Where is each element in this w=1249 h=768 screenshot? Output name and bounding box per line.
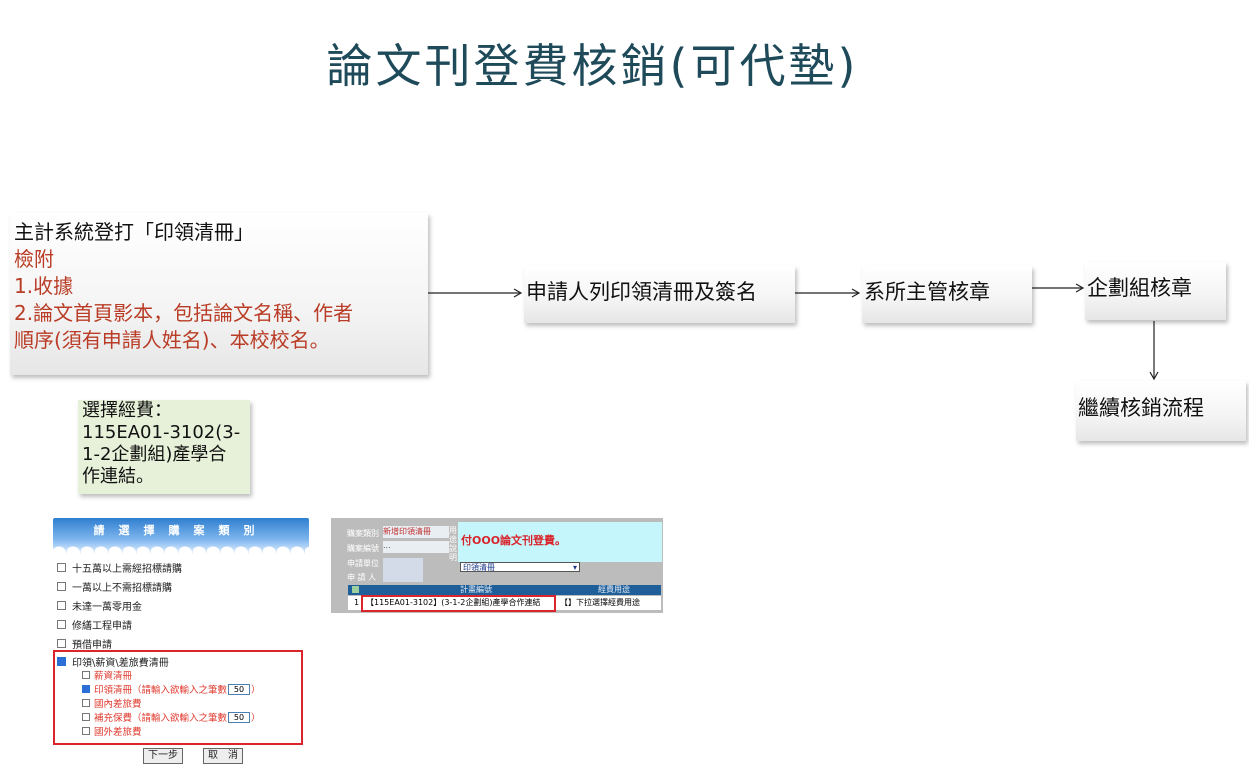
label-category: 購案類別	[347, 529, 379, 538]
number-value: ...	[383, 541, 449, 553]
usage-select[interactable]: 印領清冊 ▾	[460, 562, 580, 572]
checkbox-checked[interactable]	[82, 685, 90, 693]
usage-label: 用途說明	[449, 526, 457, 562]
step1-line5: 順序(須有申請人姓名)、本校校名。	[14, 328, 330, 352]
sub-option-suffix: ）	[251, 713, 261, 724]
option-label: 預借申請	[72, 640, 112, 651]
sub-option-label: 薪資清冊	[94, 671, 133, 682]
fund-note: 選擇經費： 115EA01-3102(3- 1-2企劃組)產學合 作連結。	[78, 400, 250, 494]
step1-line3: 1.收據	[14, 274, 74, 298]
option-repair[interactable]: 修繕工程申請	[57, 617, 132, 632]
page-title: 論文刊登費核銷(可代墊)	[326, 39, 859, 93]
row-index: 1	[354, 598, 360, 607]
option-label: 印領\薪資\差旅費清冊	[72, 658, 169, 669]
label-unit: 申請單位	[347, 559, 379, 568]
category-value: 新增印領清冊	[383, 526, 449, 538]
option-tender-purchase[interactable]: 十五萬以上需經招標請購	[57, 560, 182, 575]
chevron-down-icon: ▾	[572, 563, 577, 572]
usage-textarea[interactable]: 付OOO論文刊登費。	[458, 522, 662, 562]
checkbox[interactable]	[82, 671, 90, 679]
label-number: 購案編號	[347, 544, 379, 553]
receipt-list-form: 購案類別 購案編號 申請單位 申 請 人 新增印領清冊 ... 用途說明 付OO…	[331, 518, 663, 613]
table-row[interactable]: 1 【115EA01-3102】(3-1-2企劃組)產學合作連結 【】下拉選擇經…	[348, 596, 661, 610]
next-button[interactable]: 下一步	[143, 748, 183, 764]
blurred-applicant	[383, 558, 423, 582]
col-use: 經費用途	[598, 585, 630, 594]
option-label: 修繕工程申請	[72, 621, 132, 632]
form-header: 請選擇購案類別	[53, 518, 309, 554]
option-receipt-list[interactable]: 印領\薪資\差旅費清冊	[57, 654, 169, 669]
count-input[interactable]: 50	[228, 683, 251, 695]
table-header: 計畫編號 經費用途	[348, 585, 661, 595]
step1-line4: 2.論文首頁影本，包括論文名稱、作者	[14, 301, 354, 325]
checkbox[interactable]	[82, 727, 90, 735]
option-label: 一萬以上不需招標請購	[72, 583, 172, 594]
sub-option-domestic-travel[interactable]: 國內差旅費	[82, 696, 142, 710]
select-value: 印領清冊	[463, 563, 495, 572]
sub-option-label: 國內差旅費	[94, 699, 142, 710]
checkbox[interactable]	[82, 713, 90, 721]
count-input[interactable]: 50	[228, 711, 251, 723]
checkbox[interactable]	[82, 699, 90, 707]
cloud-decoration	[53, 542, 309, 554]
col-plan: 計畫編號	[460, 585, 492, 594]
sub-option-suffix: ）	[251, 685, 261, 696]
option-petty-cash[interactable]: 未達一萬零用金	[57, 598, 142, 613]
label-applicant: 申 請 人	[347, 573, 377, 582]
fund-line1: 選擇經費：	[82, 400, 172, 421]
step1-line1: 主計系統登打「印領清冊」	[14, 220, 254, 244]
form-header-title: 請選擇購案類別	[93, 524, 269, 537]
sub-option-label: 印領清冊（請輸入欲輸入之筆數	[94, 685, 228, 696]
sub-option-foreign-travel[interactable]: 國外差旅費	[82, 724, 142, 738]
sub-option-label: 國外差旅費	[94, 727, 142, 738]
highlight-box	[53, 650, 303, 745]
option-label: 十五萬以上需經招標請購	[72, 564, 182, 575]
sub-option-salary[interactable]: 薪資清冊	[82, 668, 132, 682]
header-checkbox-icon	[352, 586, 359, 593]
usage-text: 付OOO論文刊登費。	[461, 534, 567, 547]
option-label: 未達一萬零用金	[72, 602, 142, 613]
step-department-stamp-box: 系所主管核章	[862, 266, 1032, 323]
row-plan: 【115EA01-3102】(3-1-2企劃組)產學合作連結	[366, 598, 541, 607]
checkbox[interactable]	[57, 620, 66, 629]
step-accounting-entry-box: 主計系統登打「印領清冊」 檢附 1.收據 2.論文首頁影本，包括論文名稱、作者 …	[10, 213, 428, 375]
checkbox[interactable]	[57, 601, 66, 610]
sub-option-label: 補充保費（請輸入欲輸入之筆數	[94, 713, 228, 724]
step-planning-stamp-box: 企劃組核章	[1085, 262, 1226, 320]
row-use[interactable]: 【】下拉選擇經費用途	[560, 598, 640, 607]
checkbox[interactable]	[57, 639, 66, 648]
checkbox[interactable]	[57, 582, 66, 591]
fund-line2: 115EA01-3102(3-	[82, 422, 241, 443]
fund-line3: 1-2企劃組)產學合	[82, 444, 227, 465]
step-continue-box: 繼續核銷流程	[1076, 381, 1246, 441]
fund-line4: 作連結。	[82, 466, 154, 487]
option-advance[interactable]: 預借申請	[57, 636, 112, 651]
category-select-form: 請選擇購案類別 十五萬以上需經招標請購 一萬以上不需招標請購 未達一萬零用金 修…	[53, 518, 309, 768]
option-no-tender-purchase[interactable]: 一萬以上不需招標請購	[57, 579, 172, 594]
highlight-box	[361, 595, 556, 612]
step1-line2: 檢附	[14, 247, 54, 271]
checkbox[interactable]	[57, 563, 66, 572]
step-applicant-sign-box: 申請人列印領清冊及簽名	[524, 266, 795, 323]
checkbox-checked[interactable]	[57, 657, 66, 666]
cancel-button[interactable]: 取 消	[203, 748, 243, 764]
